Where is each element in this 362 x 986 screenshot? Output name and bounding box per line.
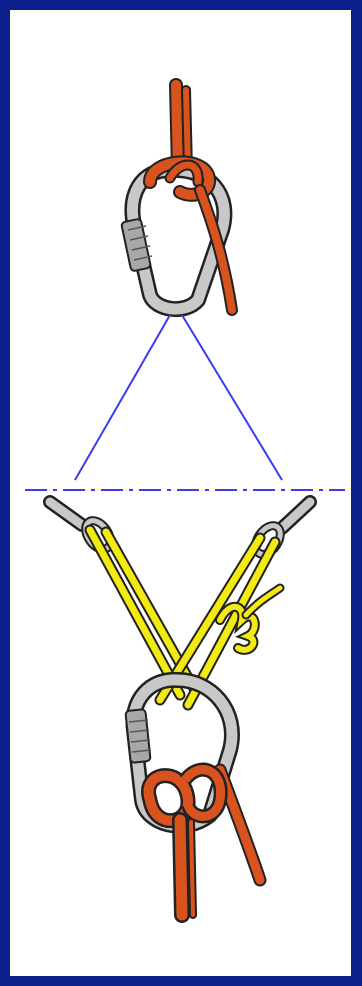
rope-icon: [149, 770, 260, 915]
force-triangle-icon: [75, 315, 282, 480]
anchor-chain-right-icon: [251, 502, 310, 559]
diagram-canvas: [10, 10, 351, 976]
anchor-rigging-diagram: [10, 10, 351, 976]
